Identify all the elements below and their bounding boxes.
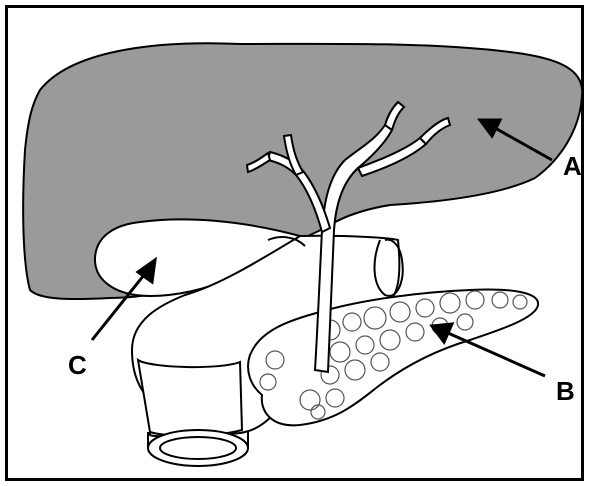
label-c: C: [68, 352, 87, 378]
label-a: A: [563, 153, 582, 179]
label-b: B: [556, 378, 575, 404]
duodenum-tube: [138, 360, 242, 436]
